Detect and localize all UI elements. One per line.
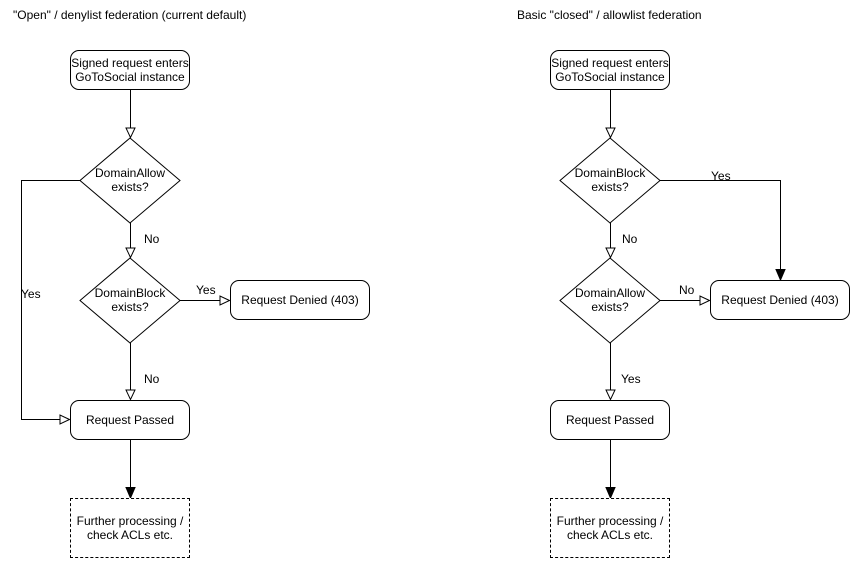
left-decision2-no-label: No <box>144 372 160 386</box>
right-edge-decision2-no-to-denied <box>660 295 711 306</box>
arrowhead-open-down-icon <box>125 389 136 401</box>
left-decision2-diamond <box>79 257 181 344</box>
right-decision1-diamond <box>559 137 661 224</box>
left-start-line2: GoToSocial instance <box>75 70 185 84</box>
arrowhead-open-right-icon <box>59 414 71 425</box>
left-edge-passed-to-further <box>125 440 136 500</box>
right-start-line1: Signed request enters <box>551 56 669 70</box>
left-decision2-yes-label: Yes <box>196 283 216 297</box>
right-decision2-diamond <box>559 257 661 344</box>
left-passed-node: Request Passed <box>70 400 190 440</box>
left-further-processing-node: Further processing / check ACLs etc. <box>70 498 190 558</box>
right-passed-node: Request Passed <box>550 400 670 440</box>
left-decision1-no-label: No <box>144 232 160 246</box>
arrowhead-open-down-icon <box>605 389 616 401</box>
right-edge-decision1-to-decision2 <box>605 221 616 259</box>
right-decision2-yes-label: Yes <box>621 372 641 386</box>
right-denied-node: Request Denied (403) <box>710 280 850 320</box>
arrowhead-filled-down-icon <box>775 269 786 282</box>
left-edge-decision2-yes-to-denied <box>180 295 231 306</box>
left-denied-node: Request Denied (403) <box>230 280 370 320</box>
right-edge-decision1-yes-to-denied <box>660 180 786 282</box>
left-edge-start-to-decision1 <box>125 90 136 139</box>
right-decision1-no-label: No <box>622 232 638 246</box>
arrowhead-open-right-icon <box>219 295 231 306</box>
right-decision1-yes-label: Yes <box>711 169 731 183</box>
right-edge-decision2-yes-to-passed <box>605 342 616 401</box>
left-start-line1: Signed request enters <box>71 56 189 70</box>
arrowhead-open-down-icon <box>125 127 136 139</box>
left-decision1-yes-label: Yes <box>21 287 41 301</box>
arrowhead-open-right-icon <box>699 295 711 306</box>
arrowhead-filled-down-icon <box>125 487 136 500</box>
arrowhead-open-down-icon <box>125 247 136 259</box>
left-chart-title: "Open" / denylist federation (current de… <box>13 8 247 22</box>
right-chart-title: Basic "closed" / allowlist federation <box>517 8 702 22</box>
right-start-node: Signed request enters GoToSocial instanc… <box>550 50 670 90</box>
right-start-line2: GoToSocial instance <box>555 70 665 84</box>
right-decision2-no-label: No <box>679 283 695 297</box>
left-decision1-diamond <box>79 137 181 224</box>
arrowhead-filled-down-icon <box>605 487 616 500</box>
right-edge-passed-to-further <box>605 440 616 500</box>
right-further-processing-node: Further processing / check ACLs etc. <box>550 498 670 558</box>
arrowhead-open-down-icon <box>605 127 616 139</box>
left-start-node: Signed request enters GoToSocial instanc… <box>70 50 190 90</box>
left-edge-decision1-yes-loop-to-passed <box>21 180 80 425</box>
arrowhead-open-down-icon <box>605 247 616 259</box>
left-edge-decision2-no-to-passed <box>125 342 136 401</box>
right-edge-start-to-decision1 <box>605 90 616 139</box>
left-edge-decision1-to-decision2 <box>125 221 136 259</box>
